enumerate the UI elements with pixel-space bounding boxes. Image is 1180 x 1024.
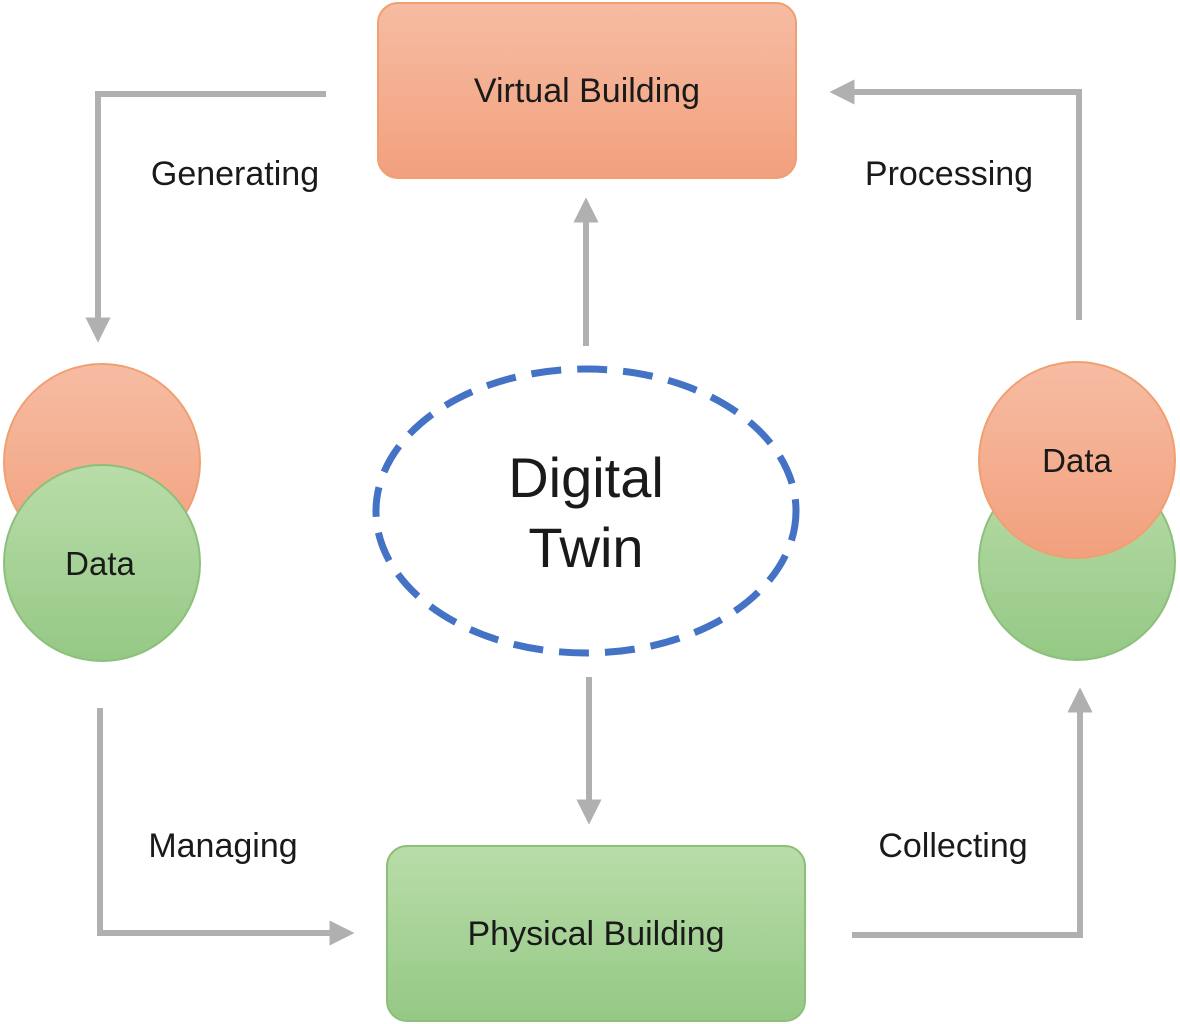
data-left-node: Data xyxy=(3,363,201,662)
arrows xyxy=(85,79,1093,946)
collecting-label: Collecting xyxy=(878,827,1027,865)
managing-label: Managing xyxy=(148,827,297,865)
digital-twin-label-line2: Twin xyxy=(528,516,643,579)
physical-building-label: Physical Building xyxy=(467,915,724,953)
virtual-building-box xyxy=(377,2,797,179)
digital-twin-node: Digital Twin xyxy=(372,365,800,657)
digital-twin-dashed-ellipse xyxy=(372,365,800,657)
processing-arrow xyxy=(829,79,1082,320)
physical-building-box xyxy=(386,845,806,1022)
collecting-arrow xyxy=(852,687,1093,938)
generating-arrow xyxy=(85,91,326,343)
generating-label: Generating xyxy=(151,155,319,193)
data-left-green-circle xyxy=(3,464,201,662)
managing-arrow xyxy=(97,708,355,946)
virtual-building-node: Virtual Building xyxy=(377,2,797,179)
digital-twin-label-line1: Digital xyxy=(508,446,664,509)
data-right-orange-circle xyxy=(978,361,1176,559)
data-left-label: Data xyxy=(65,545,135,582)
data-right-label: Data xyxy=(1042,442,1112,479)
processing-label: Processing xyxy=(865,155,1033,193)
physical-building-node: Physical Building xyxy=(386,845,806,1022)
virtual-building-label: Virtual Building xyxy=(474,72,700,110)
data-right-node: Data xyxy=(978,361,1176,661)
